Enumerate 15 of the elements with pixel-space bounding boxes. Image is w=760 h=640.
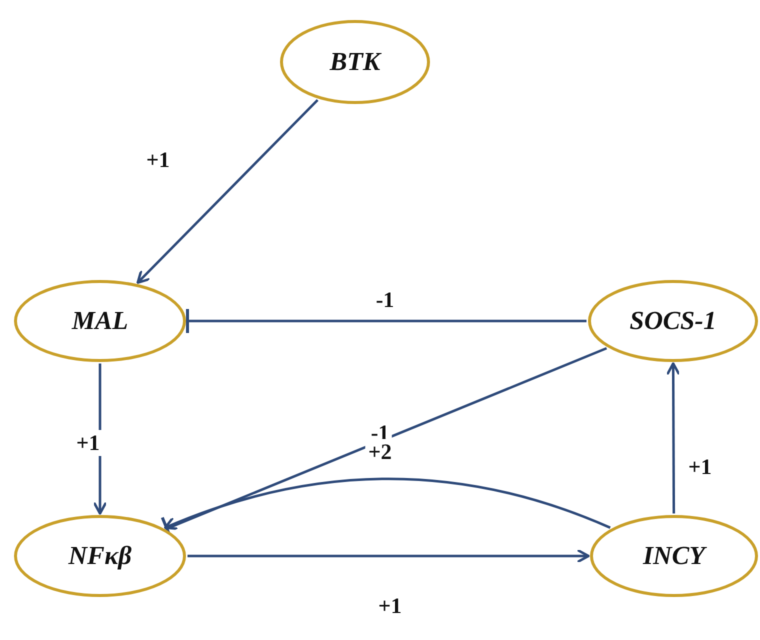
node-label: BTK <box>330 47 380 77</box>
node-label: NFκβ <box>68 541 132 571</box>
gene-ellipse <box>14 280 186 362</box>
gene-ellipse <box>590 515 758 597</box>
arrow <box>164 478 611 530</box>
arrow <box>136 99 319 284</box>
arrow <box>666 362 680 514</box>
gene-ellipse <box>588 280 758 362</box>
arrow <box>188 548 590 564</box>
node-label: SOCS-1 <box>630 306 716 336</box>
node-label: MAL <box>72 306 128 336</box>
gene-ellipse <box>280 20 430 104</box>
node-label: INCY <box>642 541 706 571</box>
gene-ellipse <box>14 515 186 597</box>
inhibition-line <box>186 308 586 334</box>
